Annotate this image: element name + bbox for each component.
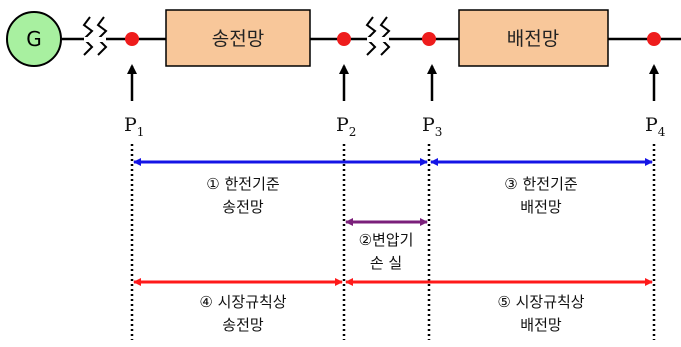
span-label-kepco-distribution-2: 배전망 <box>520 198 562 216</box>
point-label-p1: P1 <box>124 114 144 139</box>
span-label-transformer-loss-1: ②변압기 <box>359 231 414 249</box>
generator: G <box>6 11 62 67</box>
span-label-kepco-distribution-1: ③ 한전기준 <box>504 175 578 193</box>
span-label-kepco-transmission-1: ① 한전기준 <box>206 175 280 193</box>
node-p4 <box>647 32 661 46</box>
generator-circle <box>6 11 62 67</box>
span-label-market-distribution-2: 배전망 <box>520 316 562 334</box>
point-label-p3: P3 <box>422 114 442 139</box>
span-label-transformer-loss-2: 손 실 <box>370 254 402 272</box>
span-label-market-transmission-2: 송전망 <box>222 316 264 334</box>
transmission-network-label: 송전망 <box>212 28 264 50</box>
generator-label: G <box>26 27 42 51</box>
distribution-network-label: 배전망 <box>507 28 559 50</box>
distribution-network-box <box>458 9 609 67</box>
transmission-network-box <box>165 9 311 67</box>
transformer-symbol-2 <box>365 16 391 56</box>
span-label-market-distribution-1: ⑤ 시장규칙상 <box>497 293 584 311</box>
span-label-kepco-transmission-2: 송전망 <box>222 198 264 216</box>
node-p3 <box>422 32 436 46</box>
node-p2 <box>337 32 351 46</box>
transformer-symbol-1 <box>82 16 108 56</box>
span-label-market-transmission-1: ④ 시장규칙상 <box>199 293 286 311</box>
point-label-p4: P4 <box>645 114 666 139</box>
point-label-p2: P2 <box>336 114 356 139</box>
node-p1 <box>125 32 139 46</box>
